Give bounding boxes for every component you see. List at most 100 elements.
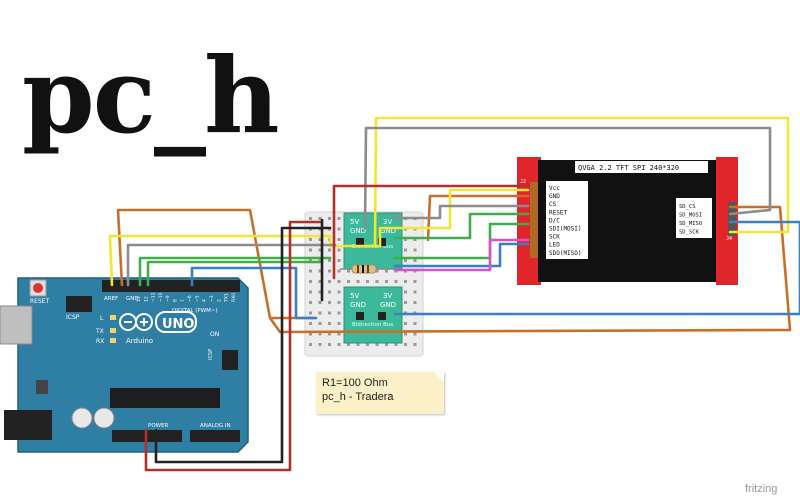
digital-pin-label: ~11 [151, 292, 157, 302]
uno-badge: UNO [162, 317, 195, 332]
breadboard-hole [404, 301, 407, 304]
breadboard-hole [394, 280, 398, 283]
level-shifter-top: 5V GND 3V GND Bidirection Bus [343, 212, 403, 270]
icsp2-label: ICSP [208, 349, 214, 360]
breadboard-hole [413, 238, 417, 241]
breadboard-hole [309, 322, 312, 325]
connector-label-j2: J2 [520, 179, 526, 185]
breadboard-hole [318, 217, 322, 220]
breadboard-hole [404, 322, 407, 325]
resistor-r1 [340, 264, 390, 274]
breadboard-hole [413, 332, 417, 336]
digital-pin-label: ~9 [165, 295, 171, 302]
led-label-l: L [100, 315, 104, 322]
display-pin-label: SDI(MOSI) [549, 226, 582, 233]
breadboard-hole [366, 280, 369, 283]
digital-pin-label: ~5 [194, 295, 200, 302]
digital-pin-label: 7 [180, 299, 186, 302]
digital-pin-label: 12 [143, 296, 149, 302]
wire-orange [426, 194, 530, 242]
breadboard-hole [394, 343, 398, 346]
display-pin-label: SD_SCK [679, 230, 700, 236]
shifter-pin-3v: 3V [383, 292, 392, 300]
capacitor [71, 407, 93, 429]
breadboard-hole [356, 280, 360, 283]
shifter-chip [356, 312, 364, 320]
shifter-pin-gnd-right: GND [380, 301, 396, 309]
digital-label: DIGITAL (PWM~) [172, 308, 218, 314]
breadboard-hole [309, 301, 312, 304]
breadboard-hole [328, 322, 331, 325]
led-label-tx: TX [95, 328, 104, 335]
wire-yellow [373, 116, 790, 248]
shifter-title: Bidirection Bus [352, 322, 393, 328]
shifter-pin-gnd-right: GND [380, 227, 396, 235]
gnd-label: GND [126, 296, 139, 302]
digital-pin-label: ~10 [158, 292, 164, 302]
on-label: ON [210, 331, 219, 338]
breadboard-hole [413, 343, 417, 346]
note-line-1: R1=100 Ohm [322, 377, 388, 389]
regulator [36, 380, 48, 394]
breadboard-hole [318, 343, 322, 346]
breadboard-hole [318, 311, 322, 315]
breadboard-hole [309, 248, 312, 252]
breadboard-hole [337, 290, 341, 294]
display-pin-label: RESET [549, 209, 567, 216]
wire-blue [393, 220, 800, 316]
digital-pin-label: 13 [136, 296, 142, 302]
breadboard-hole [309, 280, 312, 283]
breadboard-hole [337, 238, 341, 241]
breadboard-hole [337, 301, 341, 304]
display-pin-label: SDO(MISO) [549, 250, 582, 257]
breadboard-hole [413, 280, 417, 283]
icsp-label: ICSP [66, 314, 80, 321]
shifter-chip [378, 312, 386, 320]
breadboard-hole [328, 269, 331, 273]
breadboard-hole [337, 248, 341, 252]
breadboard-hole [413, 259, 417, 262]
shifter-chip [378, 238, 386, 246]
breadboard-hole [337, 280, 341, 283]
breadboard-hole [318, 280, 322, 283]
breadboard-hole [337, 227, 341, 231]
breadboard-hole [328, 301, 331, 304]
display-pin-label: SD_MOSI [679, 213, 702, 219]
note-line-2: pc_h - Tradera [322, 391, 394, 403]
breadboard-hole [404, 238, 407, 241]
analog-label: ANALOG IN [200, 423, 231, 429]
display-right-label-panel [676, 198, 712, 238]
display-pin-header-left [530, 182, 538, 258]
wire-black [154, 226, 332, 464]
display-pin-label: SCK [549, 234, 560, 241]
breadboard-hole [328, 290, 331, 294]
display-pin-label: LED [549, 242, 560, 249]
breadboard-hole [309, 311, 312, 315]
display-pin-label: SD_MISO [679, 221, 702, 227]
breadboard-hole [328, 280, 331, 283]
wire-green [138, 256, 332, 287]
breadboard-hole [328, 259, 331, 262]
display-pin-label: D/C [549, 217, 560, 224]
breadboard-hole [404, 343, 407, 346]
breadboard-hole [404, 248, 407, 252]
display-title-panel [575, 161, 708, 173]
arduino-logo: UNO Arduino [119, 311, 197, 345]
shifter-pin-5v: 5V [350, 218, 359, 226]
breadboard-hole [309, 269, 312, 273]
breadboard-hole [309, 259, 312, 262]
digital-pin-label: RX0 [231, 293, 237, 302]
display-pin-label: CS [549, 201, 557, 208]
shifter-pin-3v: 3V [383, 218, 392, 226]
shifter-chip [356, 238, 364, 246]
display-pin-header-right [728, 202, 736, 236]
breadboard-hole [413, 301, 417, 304]
digital-pin-label: TX1 [224, 293, 230, 303]
wire-gray [126, 243, 337, 287]
aref-label: AREF [104, 296, 118, 302]
breadboard-hole [328, 311, 331, 315]
breadboard-hole [404, 332, 407, 336]
